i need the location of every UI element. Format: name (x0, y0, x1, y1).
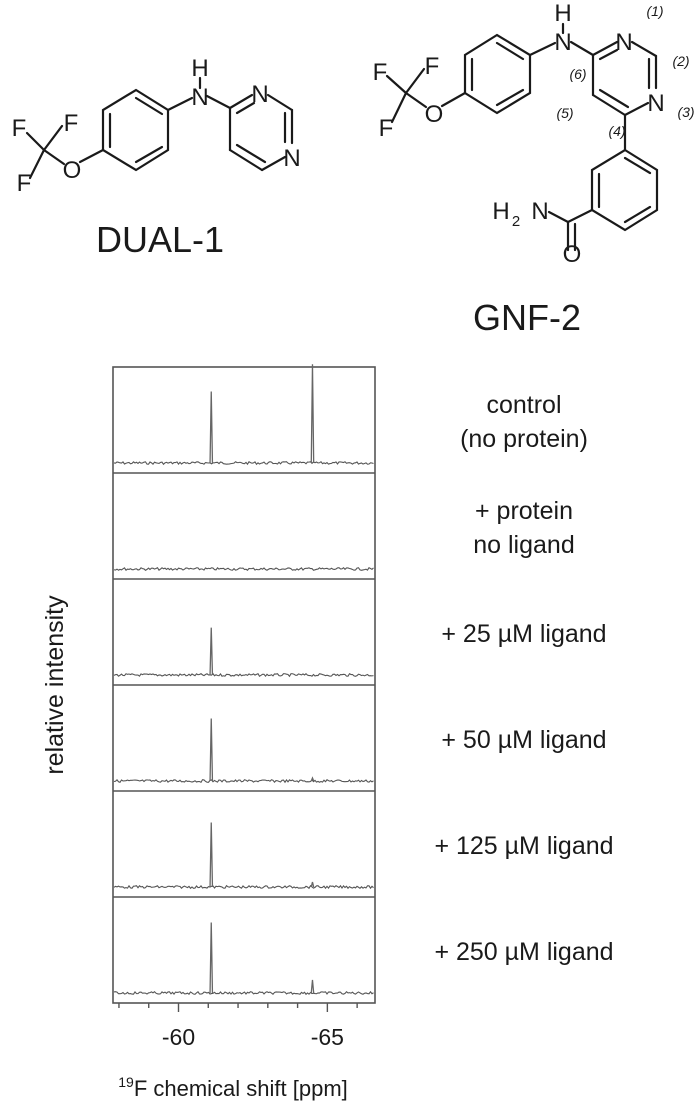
condition-label: + 50 µM ligand (441, 726, 606, 754)
gnf2-atom-n3: N (647, 90, 664, 117)
dual1-atom-n: N (251, 81, 268, 108)
gnf2-structure (385, 22, 659, 252)
dual1-atom-n: N (191, 84, 208, 111)
spectrum-peak (209, 922, 214, 994)
dual1-atom-f: F (17, 170, 32, 197)
spectrum-peaks (209, 364, 315, 994)
gnf2-atom-f: F (373, 59, 388, 86)
dual1-atom-o: O (63, 157, 82, 184)
gnf2-atom-n: N (554, 29, 571, 56)
gnf2-atom-h: H (492, 198, 509, 225)
position-label-6: (6) (569, 66, 586, 82)
spectrum-baseline (113, 460, 374, 466)
spectrum-traces (113, 460, 374, 996)
spectrum-peak (209, 627, 214, 676)
gnf2-name: GNF-2 (473, 297, 581, 338)
gnf2-atom-f: F (425, 53, 440, 80)
dual1-structure (25, 76, 294, 180)
spectrum-peak (209, 822, 214, 888)
condition-label: (no protein) (460, 425, 588, 453)
x-axis-label: 19F chemical shift [ppm] (118, 1074, 348, 1101)
gnf2-subscript: 2 (512, 213, 520, 230)
spectrum-peak (310, 364, 315, 464)
dual1-atom-f: F (64, 110, 79, 137)
position-label-1: (1) (646, 3, 663, 19)
condition-label: + 125 µM ligand (434, 832, 613, 860)
gnf2-atom-o: O (425, 101, 444, 128)
position-label-2: (2) (672, 53, 689, 69)
gnf2-atoms: F F F O N H N N O N H 2 (373, 0, 665, 268)
condition-label: control (486, 391, 561, 419)
spectrum-peak (310, 979, 315, 994)
spectrum-baseline (113, 990, 374, 996)
dual1-atom-h: H (191, 55, 208, 82)
spectrum-baseline (113, 778, 374, 784)
spectrum-baseline (113, 884, 374, 890)
gnf2-atom-f: F (379, 115, 394, 142)
x-axis-label-text: F chemical shift [ppm] (134, 1076, 348, 1101)
gnf2-atom-h: H (554, 0, 571, 27)
y-axis-label: relative intensity (41, 595, 69, 775)
position-label-4: (4) (608, 123, 625, 139)
gnf2-atom-o: O (563, 241, 582, 268)
spectrum-peak (209, 718, 214, 782)
gnf2-atom-n1: N (615, 29, 632, 56)
panel-dividers (113, 472, 375, 898)
dual1-atoms: F F F O N H N N (12, 55, 301, 197)
dual1-name: DUAL-1 (96, 219, 224, 260)
dual1-atom-f: F (12, 115, 27, 142)
condition-label: + 250 µM ligand (434, 938, 613, 966)
x-axis-ticks (118, 1003, 358, 1012)
condition-label: no ligand (473, 531, 574, 559)
dual1-atom-n: N (283, 145, 300, 172)
position-label-5: (5) (556, 105, 573, 121)
x-axis-tick-labels: -60 -65 (162, 1024, 344, 1050)
spectrum-peak (209, 391, 214, 464)
x-axis-label-superscript: 19 (118, 1074, 134, 1090)
condition-label: + protein (475, 497, 573, 525)
spectrum-baseline (113, 672, 374, 678)
gnf2-atom-n: N (531, 198, 548, 225)
spectrum-baseline (113, 566, 374, 572)
position-label-3: (3) (677, 104, 694, 120)
spectrum-peak (310, 881, 315, 888)
nmr-chart: -60 -65 control (no protein) + protein no li… (41, 364, 614, 1101)
condition-label: + 25 µM ligand (441, 620, 606, 648)
spectrum-peak (310, 776, 315, 782)
x-tick-label: -60 (162, 1024, 195, 1050)
condition-labels: control (no protein) + protein no ligand + 2… (434, 391, 613, 966)
gnf2-position-labels: (1) (2) (3) (4) (5) (6) (556, 3, 694, 139)
x-tick-label: -65 (311, 1024, 344, 1050)
